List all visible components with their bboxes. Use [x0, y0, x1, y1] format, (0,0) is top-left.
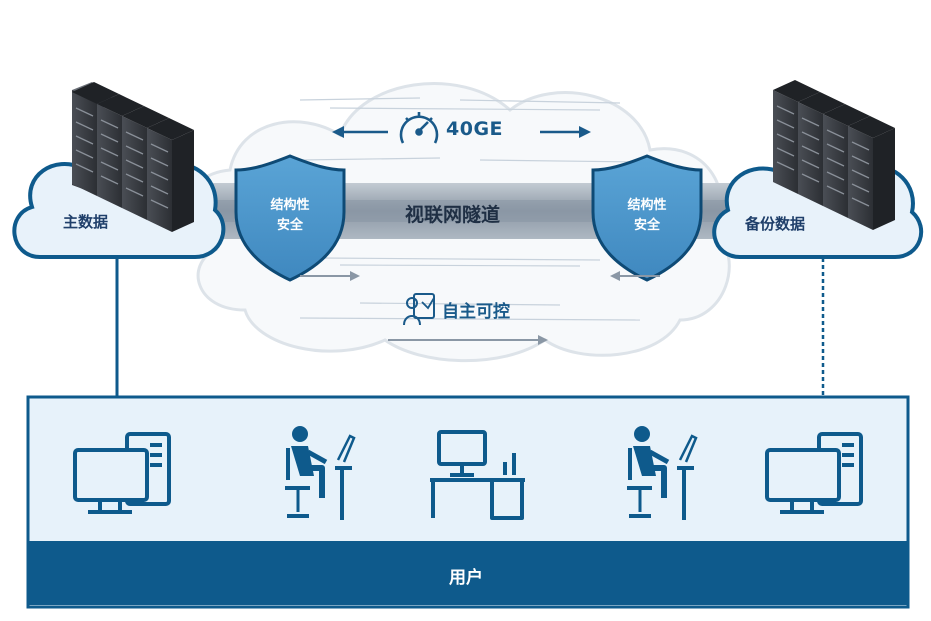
server-rack-front — [72, 92, 172, 232]
users-label: 用户 — [449, 568, 483, 588]
desktop-computer-icon — [73, 432, 171, 514]
speed-label: 40GE — [446, 118, 504, 140]
control-label: 自主可控 — [442, 302, 510, 322]
shield-icon — [591, 154, 703, 282]
right-shield-label: 结构性 安全 — [607, 196, 687, 236]
person-at-desk-icon — [627, 426, 698, 520]
autonomy-icon — [403, 293, 435, 326]
bandwidth-arrows — [332, 126, 591, 138]
flow-arrows — [300, 271, 660, 345]
gauge-icon — [399, 112, 439, 144]
right-shield-line1: 结构性 — [627, 198, 667, 213]
backup-data-label: 备份数据 — [745, 215, 806, 233]
server-rack-icon — [72, 82, 194, 232]
left-shield-line2: 安全 — [276, 218, 303, 233]
left-shield-label: 结构性 安全 — [250, 196, 330, 236]
right-shield-line2: 安全 — [633, 218, 660, 233]
person-at-desk-icon — [285, 426, 356, 520]
workstation-desk-icon — [430, 430, 525, 520]
users-bar — [28, 541, 908, 605]
server-rack-icon — [773, 80, 895, 230]
tunnel-label: 视联网隧道 — [405, 204, 501, 226]
speed-streaks — [299, 97, 641, 321]
shield-icon — [234, 154, 346, 282]
left-shield-line1: 结构性 — [270, 198, 310, 213]
desktop-computer-icon — [765, 432, 863, 514]
primary-data-label: 主数据 — [63, 213, 109, 231]
